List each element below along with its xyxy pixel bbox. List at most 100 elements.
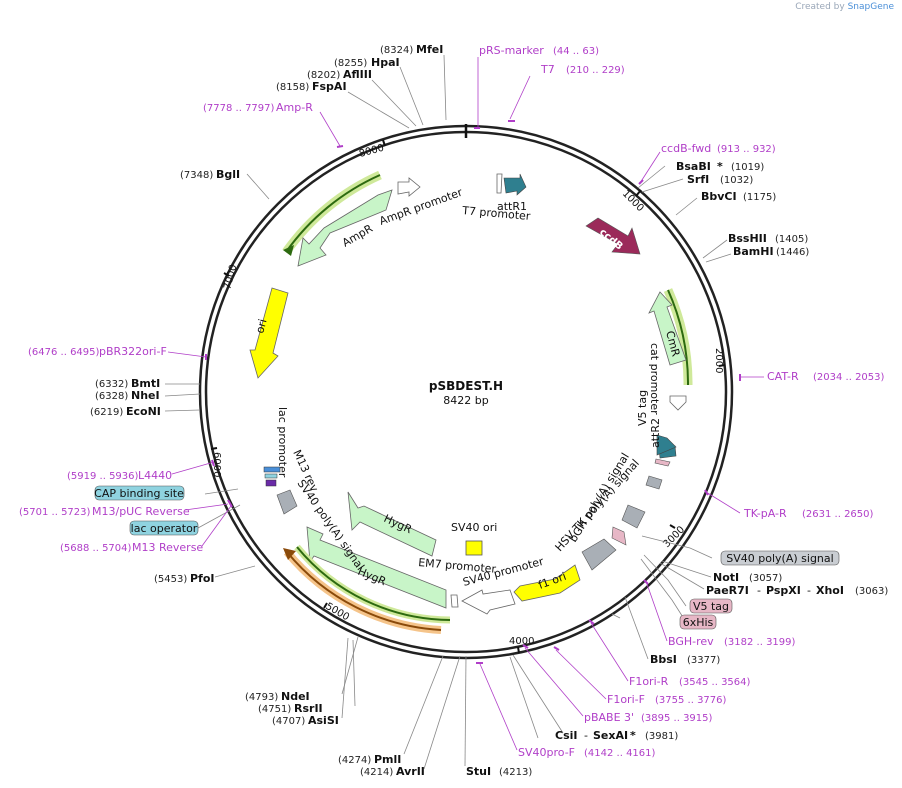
cat-promoter-label: cat promoter xyxy=(648,343,661,415)
sv40-ori-shape xyxy=(465,540,483,556)
sv40-polya-right-shape xyxy=(645,475,663,490)
primer-name-f1ori-f: F1ori-F xyxy=(607,693,645,706)
sv40-ori-label: SV40 ori xyxy=(451,521,497,534)
ori-arrow xyxy=(249,287,289,379)
primer-name-prs-marker: pRS-marker xyxy=(479,44,544,57)
em7-promoter-mark xyxy=(450,594,459,608)
v5-tag-box xyxy=(689,598,733,614)
cmr-arrow xyxy=(648,291,687,366)
site-name-pfoi: PfoI xyxy=(190,572,215,585)
cap-binding-site-shape xyxy=(263,466,281,473)
site-pos-bbsi: (3377) xyxy=(687,655,720,666)
t7-promoter-label: T7 promoter xyxy=(461,204,532,223)
site-pos-pmli: (4274) xyxy=(338,755,371,766)
hygr-highlight-line xyxy=(296,546,451,621)
site-pos-econi: (6219) xyxy=(90,407,123,418)
site-pos-bsabi: (1019) xyxy=(731,162,764,173)
primer-range-tk-pa-r: (2631 .. 2650) xyxy=(802,509,874,520)
site-name-paer7i: PaeR7I xyxy=(706,584,749,597)
cat-promoter-arrow xyxy=(669,395,687,411)
site-name-nhei: NheI xyxy=(131,389,160,402)
primer-name-ccdb-fwd: ccdB-fwd xyxy=(661,142,711,155)
tick-label-8000: 8000 xyxy=(358,143,385,160)
6xhis-box-label: 6xHis xyxy=(683,616,714,629)
ampr-highlight-line xyxy=(285,174,381,253)
lac-operator-shape xyxy=(264,473,278,479)
lac-operator-label: lac operator xyxy=(131,522,198,535)
primer-range-l4440: (5919 .. 5936) xyxy=(67,471,139,482)
bgh-polya-label: bGH poly(A) signal xyxy=(567,451,632,545)
tick-label-6000: 6000 xyxy=(211,452,222,477)
primer-range-t7: (210 .. 229) xyxy=(566,65,625,76)
site-name-avrii: AvrII xyxy=(396,765,425,778)
site-name-afliii: AflIII xyxy=(343,68,372,81)
primer-range-f1ori-r: (3545 .. 3564) xyxy=(679,677,751,688)
primer-name-pbr322ori-f: pBR322ori-F xyxy=(99,345,167,358)
orange-highlight-head xyxy=(283,548,296,560)
ampr-highlight-head xyxy=(283,245,294,256)
site-name-bamhi: BamHI xyxy=(733,245,774,258)
site-name-stui: StuI xyxy=(466,765,491,778)
tick-label-4000: 4000 xyxy=(509,636,534,647)
site-name-noti: NotI xyxy=(713,571,739,584)
site-name-rsrii: RsrII xyxy=(294,702,323,715)
site-pos-srfi: (1032) xyxy=(720,175,753,186)
cap-binding-site-label: CAP binding site xyxy=(94,487,184,500)
site-name-bbsi: BbsI xyxy=(650,653,677,666)
primer-name-sv40pro-f: SV40pro-F xyxy=(518,746,575,759)
site-name-fspai: FspAI xyxy=(312,80,347,93)
primer-name-cat-r: CAT-R xyxy=(767,370,799,383)
site-name-hpai: HpaI xyxy=(371,56,400,69)
m13-rev-shape xyxy=(265,479,277,487)
v5-tag-label: V5 tag xyxy=(636,390,649,426)
site-pos-afliii: (8202) xyxy=(307,70,340,81)
snapgene-brand: Created by SnapGene xyxy=(795,2,894,12)
hsv-tk-polya-shape xyxy=(621,504,646,529)
primer-labels: pRS-marker (44 .. 63) T7 (210 .. 229) (7… xyxy=(19,44,885,759)
site-pos-nhei: (6328) xyxy=(95,391,128,402)
site-star-bsabi: * xyxy=(717,160,723,173)
site-name-ndei: NdeI xyxy=(281,690,310,703)
lac-operator-box xyxy=(129,520,199,536)
primer-range-f1ori-f: (3755 .. 3776) xyxy=(655,695,727,706)
tick-label-2000: 2000 xyxy=(713,348,724,373)
site-pos-noti: (3057) xyxy=(749,573,782,584)
site-dash-pspxi: - xyxy=(807,584,811,597)
site-star-sexai: * xyxy=(630,729,636,742)
sv40-polya-box-label: SV40 poly(A) signal xyxy=(726,552,833,565)
site-name-csii: CsiI xyxy=(555,729,577,742)
site-pos-stui: (4213) xyxy=(499,767,532,778)
f1-ori-arrow xyxy=(513,564,581,602)
primer-name-f1ori-r: F1ori-R xyxy=(629,675,669,688)
site-pos-avrii: (4214) xyxy=(360,767,393,778)
site-pos-rsrii: (4751) xyxy=(258,704,291,715)
attr1-label: attR1 xyxy=(497,200,527,213)
primer-range-m13-reverse: (5688 .. 5704) xyxy=(60,543,132,554)
sv40-polya-left-shape xyxy=(276,489,298,515)
site-dash-csii: - xyxy=(584,729,588,742)
primer-name-l4440: L4440 xyxy=(138,469,172,482)
cmr-highlight-line xyxy=(667,289,690,386)
boxed-feature-labels: CAP binding site lac operator SV40 poly(… xyxy=(94,485,840,630)
site-name-bgli: BglI xyxy=(216,168,240,181)
primer-name-m13-puc-reverse: M13/pUC Reverse xyxy=(92,505,190,518)
plasmid-length: 8422 bp xyxy=(443,394,488,407)
primer-range-pbabe3: (3895 .. 3915) xyxy=(641,713,713,724)
site-pos-bsshii: (1405) xyxy=(775,234,808,245)
site-name-pspxi: PspXI xyxy=(766,584,801,597)
primer-range-pbr322ori-f: (6476 .. 6495) xyxy=(28,347,100,358)
site-pos-asisi: (4707) xyxy=(272,716,305,727)
ampr-arrow xyxy=(297,189,393,267)
site-name-srfi: SrfI xyxy=(687,173,709,186)
sv40-promoter-arrow xyxy=(461,589,516,615)
site-name-bsshii: BssHII xyxy=(728,232,767,245)
hygr-inner-arrow xyxy=(347,491,437,557)
primer-name-m13-reverse: M13 Reverse xyxy=(132,541,203,554)
attr2-label: attR2 xyxy=(649,418,662,448)
ccdb-arrow xyxy=(585,217,641,255)
primer-range-bgh-rev: (3182 .. 3199) xyxy=(724,637,796,648)
site-name-mfei: MfeI xyxy=(416,43,443,56)
v5-tag-mark xyxy=(654,458,671,467)
site-name-bmti: BmtI xyxy=(131,377,160,390)
primer-range-cat-r: (2034 .. 2053) xyxy=(813,372,885,383)
